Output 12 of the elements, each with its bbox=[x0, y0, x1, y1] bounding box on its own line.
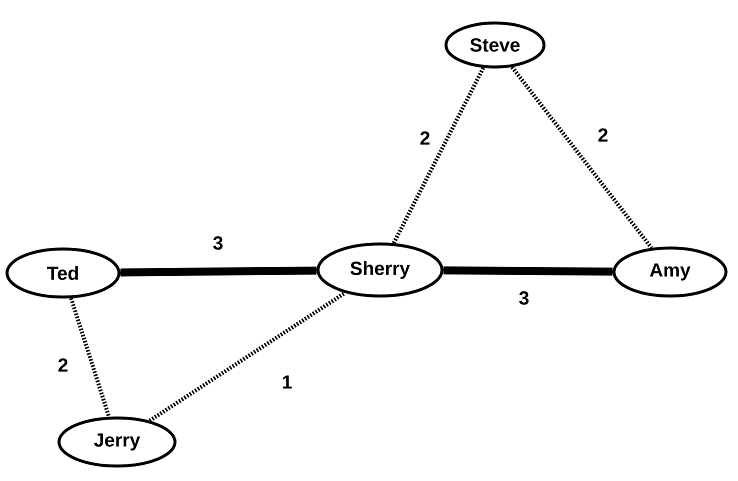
edge-label: 2 bbox=[58, 358, 68, 372]
connector bbox=[69, 298, 111, 418]
connector bbox=[510, 66, 653, 250]
edge-label: 1 bbox=[282, 375, 292, 389]
edge-label: 2 bbox=[598, 128, 608, 142]
edge-label: 3 bbox=[519, 291, 529, 305]
connector bbox=[392, 66, 486, 244]
edge-label: 2 bbox=[420, 131, 430, 145]
edge-label: 3 bbox=[213, 236, 223, 250]
connector bbox=[443, 266, 613, 276]
connector bbox=[120, 266, 317, 276]
connector bbox=[148, 291, 346, 422]
